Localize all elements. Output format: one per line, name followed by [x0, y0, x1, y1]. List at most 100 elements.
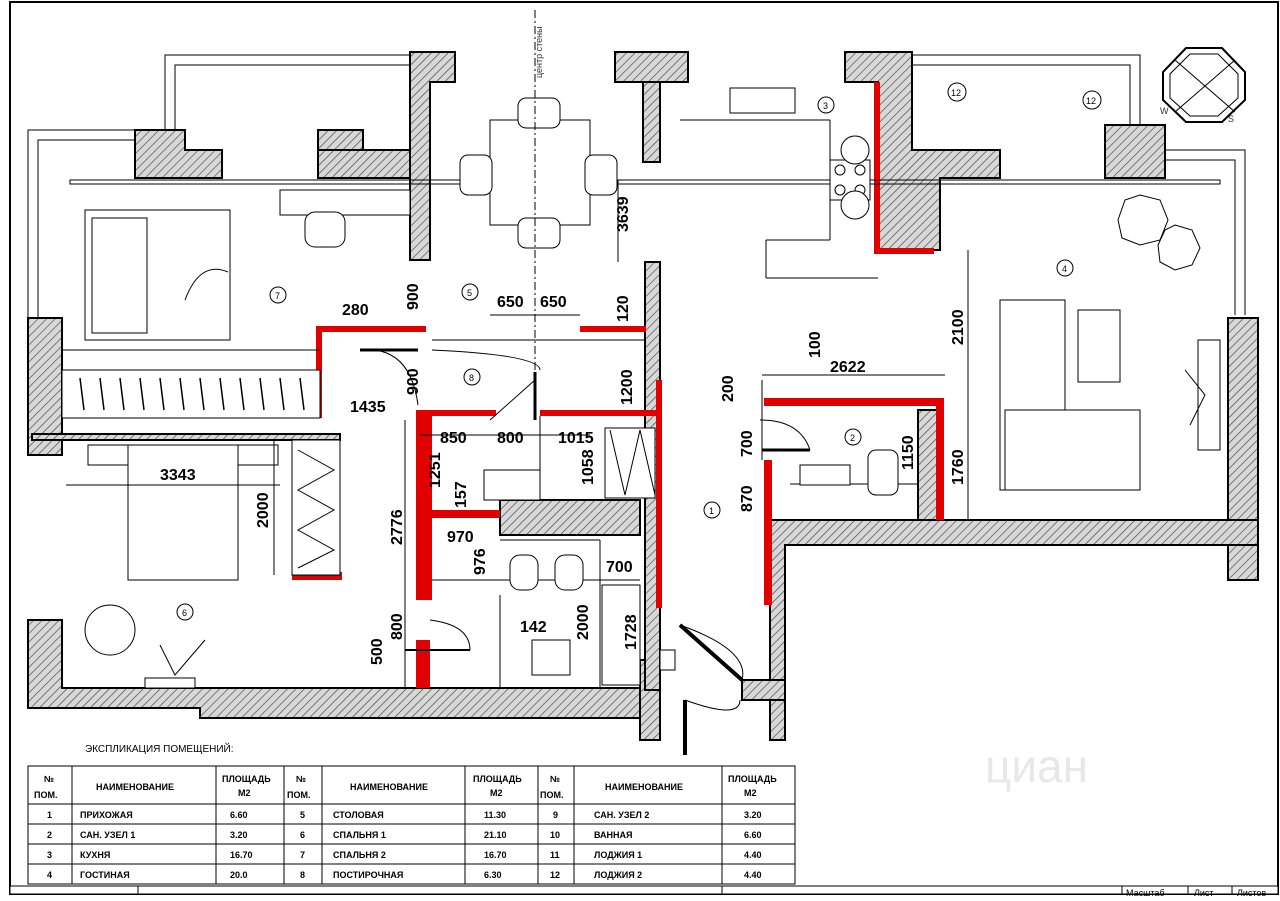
dim-1150: 1150 — [900, 435, 917, 470]
sheets-label: Листов — [1237, 888, 1266, 896]
compass-s: S — [1228, 114, 1234, 124]
dim-1760: 1760 — [950, 449, 967, 485]
wall-center-label: центр стены — [534, 26, 544, 78]
room-markers: 1 2 3 4 5 6 7 8 12 12 — [176, 82, 1102, 621]
cell-num: 1 — [47, 810, 52, 820]
room-marker: 7 — [275, 291, 280, 301]
cell-name: ПРИХОЖАЯ — [80, 810, 133, 820]
cell-num: 12 — [550, 870, 560, 880]
head-num-2b: ПОМ. — [287, 790, 310, 800]
dimension-texts: 280 900 650 650 120 3639 900 1435 1200 8… — [160, 196, 967, 665]
dim-1200: 1200 — [619, 369, 636, 405]
dim-700-a: 700 — [606, 559, 633, 576]
dim-650-b: 650 — [540, 294, 567, 311]
room-marker: 1 — [709, 506, 714, 516]
dim-800-b: 800 — [389, 613, 406, 640]
dim-700-b: 700 — [739, 430, 756, 457]
cell-name: СПАЛЬНЯ 1 — [333, 830, 386, 840]
dim-500: 500 — [369, 638, 386, 665]
dim-800-a: 800 — [497, 430, 524, 447]
dim-850: 850 — [440, 430, 467, 447]
cell-name: ГОСТИНАЯ — [80, 870, 130, 880]
dim-3639: 3639 — [615, 196, 632, 232]
dim-280: 280 — [342, 302, 369, 319]
cell-name: САН. УЗЕЛ 1 — [80, 830, 135, 840]
cell-num: 6 — [300, 830, 305, 840]
cell-area: 3.20 — [744, 810, 762, 820]
room-marker: 8 — [469, 373, 474, 383]
cell-num: 9 — [553, 810, 558, 820]
cell-num: 3 — [47, 850, 52, 860]
room-marker: 4 — [1062, 264, 1067, 274]
dim-1058: 1058 — [580, 449, 597, 485]
dim-142: 142 — [520, 619, 547, 636]
loggia-outlines — [27, 54, 1246, 320]
room-marker: 3 — [823, 101, 828, 111]
head-num-2: ПОМ. — [34, 790, 57, 800]
cell-num: 7 — [300, 850, 305, 860]
exterior-walls — [27, 51, 1259, 741]
dim-3343: 3343 — [160, 467, 196, 484]
dim-1728: 1728 — [623, 614, 640, 650]
dim-2000-b: 2000 — [575, 604, 592, 640]
dim-2776: 2776 — [389, 509, 406, 545]
dim-870: 870 — [739, 485, 756, 512]
head-name: НАИМЕНОВАНИЕ — [96, 782, 174, 792]
dim-2000-a: 2000 — [255, 492, 272, 528]
room-marker: 12 — [1086, 96, 1096, 106]
head-area-2c: М2 — [744, 788, 757, 798]
cell-area: 20.0 — [230, 870, 248, 880]
head-name-c: НАИМЕНОВАНИЕ — [605, 782, 683, 792]
dim-976: 976 — [472, 548, 489, 575]
cell-num: 11 — [550, 850, 560, 860]
explication-table: № ПОМ. НАИМЕНОВАНИЕ ПЛОЩАДЬ М2 № ПОМ. НА… — [27, 765, 796, 885]
watermark: циан — [985, 740, 1088, 792]
dim-1251: 1251 — [427, 452, 444, 488]
dim-970: 970 — [447, 529, 474, 546]
cell-area: 16.70 — [230, 850, 253, 860]
cell-name: ПОСТИРОЧНАЯ — [333, 870, 403, 880]
cell-area: 21.10 — [484, 830, 507, 840]
furniture — [84, 87, 1221, 689]
compass-w: W — [1160, 106, 1169, 116]
cell-name: САН. УЗЕЛ 2 — [594, 810, 649, 820]
explication-title: ЭКСПЛИКАЦИЯ ПОМЕЩЕНИЙ: — [85, 742, 234, 755]
head-area-2b: М2 — [490, 788, 503, 798]
cell-area: 11.30 — [484, 810, 506, 820]
cell-num: 5 — [300, 810, 305, 820]
head-num-1b: № — [296, 774, 306, 784]
dim-2100: 2100 — [950, 309, 967, 345]
room-marker: 6 — [182, 608, 187, 618]
room-marker: 2 — [850, 433, 855, 443]
head-num-1c: № — [550, 774, 560, 784]
room-marker: 5 — [467, 288, 472, 298]
dim-100: 100 — [807, 331, 824, 358]
cell-area: 4.40 — [744, 850, 762, 860]
cell-area: 3.20 — [230, 830, 248, 840]
head-num-1: № — [44, 774, 54, 784]
cell-area: 16.70 — [484, 850, 507, 860]
cell-name: ЛОДЖИЯ 1 — [594, 850, 642, 860]
cell-num: 10 — [550, 830, 560, 840]
title-block: Масштаб Лист Листов — [9, 885, 1279, 898]
cell-num: 8 — [300, 870, 305, 880]
cell-num: 2 — [47, 830, 52, 840]
cell-num: 4 — [47, 870, 52, 880]
dim-900-b: 900 — [405, 368, 422, 395]
cell-name: СПАЛЬНЯ 2 — [333, 850, 386, 860]
new-partitions — [292, 82, 944, 688]
cell-area: 6.30 — [484, 870, 502, 880]
room-marker: 12 — [951, 88, 961, 98]
dimension-lines — [66, 180, 969, 688]
dim-200: 200 — [720, 375, 737, 402]
head-area-2: М2 — [238, 788, 251, 798]
wardrobes — [61, 369, 656, 576]
compass-icon: W S — [1160, 47, 1246, 124]
dim-120: 120 — [615, 295, 632, 322]
head-num-2c: ПОМ. — [540, 790, 563, 800]
cell-area: 6.60 — [230, 810, 248, 820]
sheet-label: Лист — [1194, 888, 1214, 896]
dim-650-a: 650 — [497, 294, 524, 311]
